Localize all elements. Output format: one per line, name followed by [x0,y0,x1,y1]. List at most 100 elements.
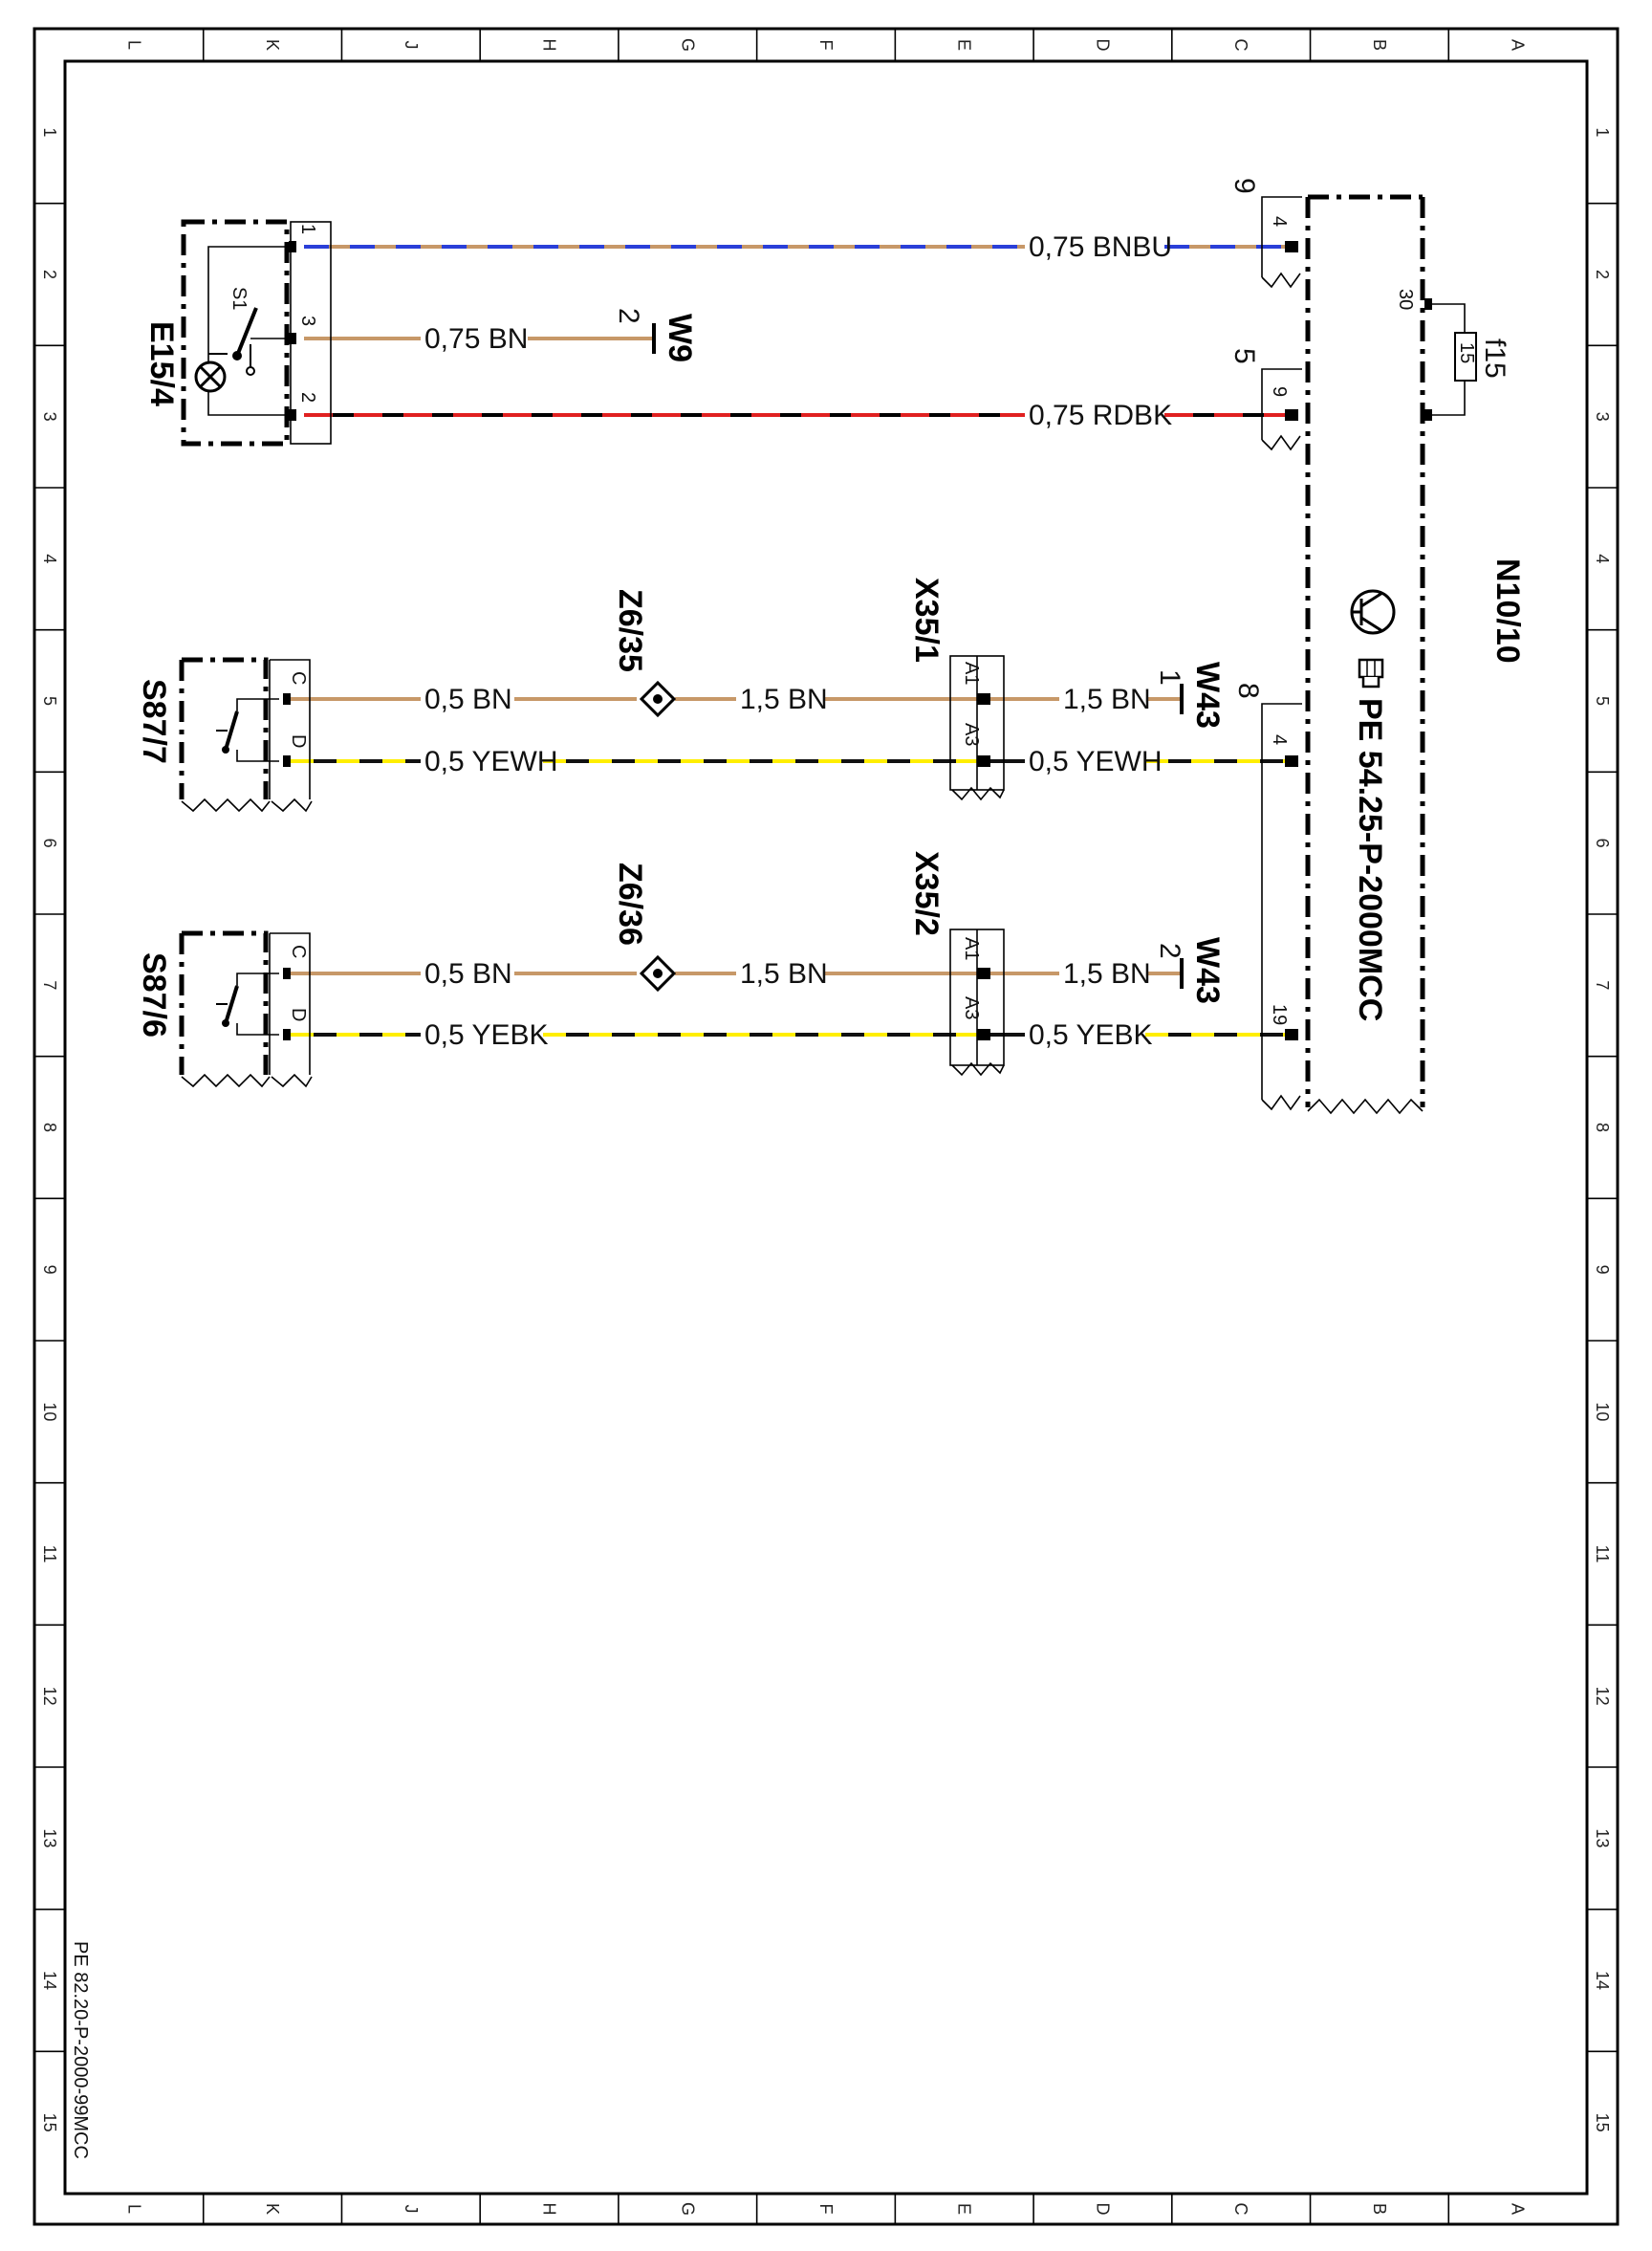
grid-row-label: 4 [1593,554,1612,563]
grid-row-label: 5 [1593,696,1612,706]
grid-col-label: B [1370,2203,1389,2215]
n10-10-connector-9-pin: 4 [1269,216,1290,227]
transistor-icon [1350,589,1396,635]
n10-10-reference: PE 54.25-P-2000MCC [1352,698,1388,1021]
w9-label: W9 [662,314,698,362]
grid-row-label: 9 [1593,1265,1612,1275]
wire-label-s87-7-yewh: 0,5 YEWH [424,746,558,777]
x35-2-connector [949,929,1005,1077]
n10-10-connector-8-pin-19: 19 [1269,1004,1290,1025]
grid-col-label: K [263,39,282,51]
wire-label-z6-36-bn: 1,5 BN [740,958,828,990]
grid-col-label: A [1509,39,1528,51]
z6-36-splice [639,954,677,993]
w43-2-pin: 2 [1154,943,1185,959]
fuse-value: 15 [1456,342,1477,363]
e15-4-pin-2: 2 [297,392,318,403]
wire-label-x35-1-yewh: 0,5 YEWH [1029,746,1163,777]
outer-frame [33,27,1619,2226]
grid-col-label: E [955,39,974,51]
w43-1-pin: 1 [1154,669,1185,686]
w43-2-label: W43 [1189,937,1226,1004]
n10-10-connector-5: 5 [1228,348,1260,364]
grid-col-label: J [402,2205,421,2214]
grid-col-label: C [1231,2203,1250,2216]
z6-36-label: Z6/36 [612,863,648,946]
wire-label-x35-1-bn: 1,5 BN [1063,684,1151,715]
z6-35-label: Z6/35 [612,589,648,672]
grid-col-label: F [816,2204,836,2215]
grid-row-label: 2 [40,270,59,279]
wire-label-z6-35-bn: 1,5 BN [740,684,828,715]
grid-row-label: 10 [40,1402,59,1421]
grid-row-label: 11 [1593,1545,1612,1563]
s87-6-component [179,930,313,1088]
n10-10-connector-8: 8 [1232,683,1264,699]
grid-col-label: G [678,38,697,52]
e15-4-label: E15/4 [143,321,180,406]
grid-row-label: 15 [1593,2113,1612,2132]
x35-1-pin-a1: A1 [961,662,982,685]
grid-row-label: 7 [40,980,59,990]
grid-col-label: A [1509,2203,1528,2215]
wire-label-s87-6-bn: 0,5 BN [424,958,512,990]
s87-6-label: S87/6 [136,952,172,1038]
s87-7-pin-d: D [288,734,309,748]
grid-row-label: 13 [1593,1828,1612,1847]
grid-col-label: L [124,40,143,50]
pointing-hand-icon [1358,658,1384,688]
grid-row-label: 5 [40,696,59,706]
grid-row-label: 14 [1593,1971,1612,1990]
wire-label-bnbu: 0,75 BNBU [1029,231,1172,263]
grid-row-label: 6 [40,839,59,848]
n10-10-connector-9: 9 [1228,178,1260,194]
grid-col-label: D [1093,39,1112,52]
wire-label-x35-2-bn: 1,5 BN [1063,958,1151,990]
grid-col-label: G [678,2202,697,2216]
n10-10-module [1261,194,1477,1115]
grid-row-label: 10 [1593,1402,1612,1421]
grid-row-label: 13 [40,1828,59,1847]
e15-4-component [181,219,332,447]
grid-col-label: L [124,2204,143,2214]
grid-col-label: H [540,39,559,52]
document-ref: PE 82.20-P-2000-99MCC [70,1941,91,2159]
wire-label-x35-2-yebk: 0,5 YEBK [1029,1019,1153,1051]
s87-7-pin-c: C [288,671,309,685]
grid-row-label: 3 [1593,412,1612,422]
wire-label-rdbk: 0,75 RDBK [1029,400,1172,431]
wire-label-s87-7-bn: 0,5 BN [424,684,512,715]
w43-1-label: W43 [1189,662,1226,729]
grid-row-label: 6 [1593,839,1612,848]
w9-pin: 2 [613,308,644,324]
n10-10-connector-8-pin-4: 4 [1269,734,1290,745]
grid-row-label: 3 [40,412,59,422]
grid-row-label: 15 [40,2113,59,2132]
grid-row-label: 4 [40,554,59,563]
grid-row-label: 8 [1593,1123,1612,1132]
inner-frame [63,59,1589,2196]
grid-col-label: D [1093,2203,1112,2216]
x35-2-pin-a3: A3 [961,996,982,1019]
grid-row-label: 9 [40,1265,59,1275]
s87-6-pin-c: C [288,945,309,958]
x35-2-label: X35/2 [908,851,945,936]
grid-col-label: J [402,41,421,50]
fuse-label: f15 [1479,339,1511,379]
n10-10-label: N10/10 [1489,558,1526,664]
x35-1-pin-a3: A3 [961,723,982,746]
grid-row-label: 11 [40,1545,59,1563]
s87-6-pin-d: D [288,1008,309,1021]
grid-row-label: 12 [1593,1687,1612,1706]
grid-col-label: C [1231,39,1250,52]
grid-col-label: E [955,2203,974,2215]
grid-col-label: F [816,40,836,51]
fuse-pin: 30 [1395,289,1416,310]
e15-4-pin-3: 3 [297,316,318,326]
x35-1-connector [949,655,1005,801]
grid-row-label: 2 [1593,270,1612,279]
grid-row-label: 8 [40,1123,59,1132]
n10-10-connector-5-pin: 9 [1269,386,1290,397]
x35-2-pin-a1: A1 [961,937,982,960]
